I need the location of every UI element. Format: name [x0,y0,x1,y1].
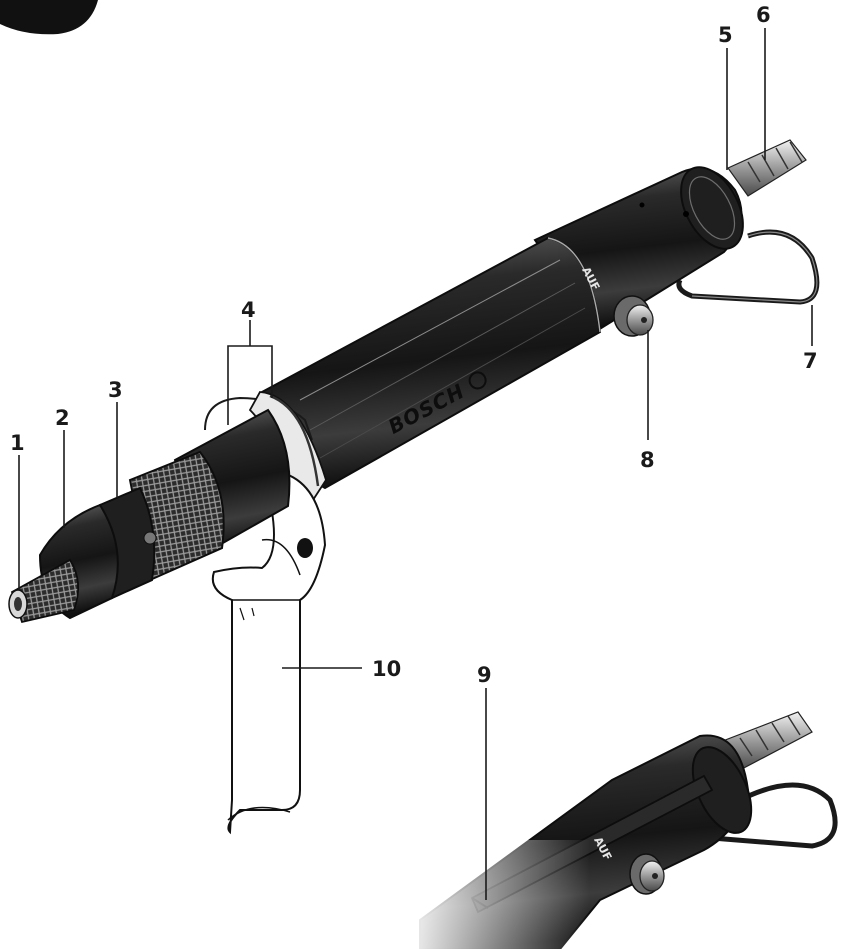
callout-9: 9 [477,663,492,687]
callout-4: 4 [241,298,256,322]
callout-8: 8 [640,448,655,472]
corner-mark [0,0,98,35]
screwdriver-main: BOSCH AUF [8,139,820,835]
callout-numbers: 1 2 3 4 5 6 7 8 9 10 [10,3,818,687]
callout-7: 7 [803,349,818,373]
callout-5: 5 [718,23,733,47]
callout-10: 10 [372,657,401,681]
callout-3: 3 [108,378,123,402]
detail-cable [711,782,838,849]
reversing-button [613,295,654,337]
pistol-grip [211,468,327,835]
callout-1: 1 [10,431,25,455]
detail-view: AUF [400,711,838,949]
leader-lines [18,28,813,900]
brand-emblem [468,371,487,390]
fade-overlay [400,840,590,949]
hose-fitting [727,139,807,197]
callout-2: 2 [55,406,70,430]
bit-holder [10,558,80,624]
callout-6: 6 [756,3,771,27]
